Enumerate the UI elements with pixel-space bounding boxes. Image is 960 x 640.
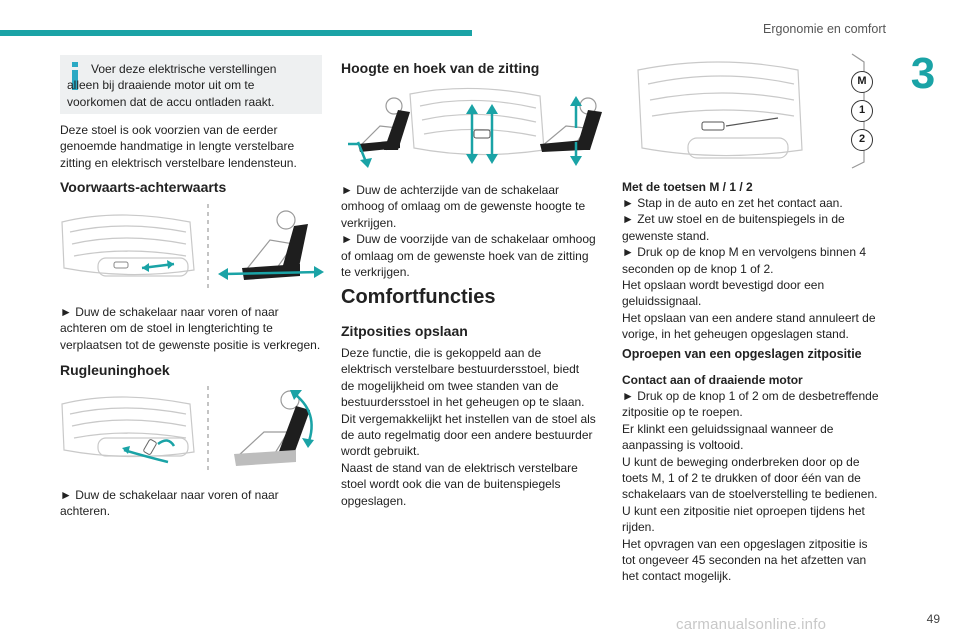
heading-hoogte-hoek: Hoogte en hoek van de zitting — [341, 60, 540, 76]
heading-comfortfuncties: Comfortfuncties — [341, 286, 496, 308]
text-line: rijden. — [622, 520, 655, 535]
text-line: aanpassing is voltooid. — [622, 438, 744, 453]
chapter-title: Ergonomie en comfort — [763, 22, 886, 36]
text-line: de auto regelmatig door een andere bestu… — [341, 428, 593, 443]
text-line: vorige, in het geheugen opgeslagen stand… — [622, 327, 849, 342]
backrest-instructions: ► Duw de schakelaar naar voren of naar a… — [60, 487, 330, 520]
text-line: gewenste stand. — [622, 228, 710, 243]
text-line: Er klinkt een geluidssignaal wanneer de — [622, 421, 834, 436]
text-line: ► Duw de voorzijde van de schakelaar omh… — [341, 232, 596, 247]
heading-contact-aan: Contact aan of draaiende motor — [622, 373, 803, 387]
text-line: ► Druk op de knop M en vervolgens binnen… — [622, 245, 867, 260]
page-number: 49 — [926, 612, 940, 626]
memory-buttons-illustration: M 1 2 — [628, 50, 882, 170]
seat-slide-illustration — [61, 204, 324, 290]
info-line: voorkomen dat de accu ontladen raakt. — [67, 94, 275, 109]
heading-toetsen: Met de toetsen M / 1 / 2 — [622, 180, 753, 194]
header-accent-bar — [0, 30, 472, 36]
text-line: stoel wordt ook die van de buitenspiegel… — [341, 477, 561, 492]
text-line: ► Stap in de auto en zet het contact aan… — [622, 196, 843, 210]
text-line: geluidssignaal. — [622, 294, 702, 309]
text-line: ► Druk op de knop 1 of 2 om de desbetref… — [622, 389, 879, 403]
memory-button-1: 1 — [851, 100, 873, 122]
text-line: ► Duw de schakelaar naar voren of naar — [60, 488, 279, 502]
memory-button-2: 2 — [851, 129, 873, 151]
text-line: of omlaag om de gewenste hoek van de zit… — [341, 248, 589, 263]
text-line: zitting en elektrisch verstelbare lenden… — [60, 155, 297, 170]
text-line: Het opvragen van een opgeslagen zitposit… — [622, 536, 868, 551]
backrest-illustration — [61, 386, 314, 472]
chapter-number: 3 — [910, 49, 936, 98]
heading-rugleuninghoek: Rugleuninghoek — [60, 362, 170, 378]
text-line: Het opslaan wordt bevestigd door een — [622, 278, 825, 293]
info-line: alleen bij draaiende motor uit om te — [67, 78, 255, 93]
text-line: bestuurdersstoel in het geheugen op te s… — [341, 395, 585, 410]
text-line: ► Zet uw stoel en de buitenspiegels in d… — [622, 212, 845, 227]
info-text: Voer deze elektrische verstellingen alle… — [67, 61, 317, 110]
height-angle-instructions: ► Duw de achterzijde van de schakelaar o… — [341, 182, 611, 280]
text-line: verplaatsen tot de gewenste positie is v… — [60, 337, 321, 352]
memory-description: Deze functie, die is gekoppeld aan de el… — [341, 345, 611, 509]
info-box: Voer deze elektrische verstellingen alle… — [60, 55, 322, 114]
watermark: carmanualsonline.info — [676, 616, 827, 633]
text-line: Deze functie, die is gekoppeld aan de — [341, 346, 542, 360]
memory-button-m: M — [851, 71, 873, 93]
seat-height-angle-illustration — [348, 87, 602, 168]
heading-oproepen: Oproepen van een opgeslagen zitpositie — [622, 347, 862, 361]
text-line: Dit vergemakkelijkt het instellen van de… — [341, 411, 596, 426]
heading-voorwaarts: Voorwaarts-achterwaarts — [60, 179, 227, 195]
text-line: ► Duw de achterzijde van de schakelaar — [341, 183, 559, 197]
text-line: achteren. — [60, 504, 111, 519]
text-line: Het opslaan van een andere stand annulee… — [622, 310, 876, 325]
info-icon — [70, 62, 80, 94]
text-line: wordt gebruikt. — [341, 444, 420, 459]
text-line: Naast de stand van de elektrisch verstel… — [341, 460, 578, 475]
text-line: het contact mogelijk. — [622, 569, 732, 584]
text-line: genoemde handmatige in lengte verstelbar… — [60, 139, 295, 154]
text-line: verkrijgen. — [341, 215, 397, 230]
info-line: Voer deze elektrische verstellingen — [91, 62, 277, 76]
text-line: omhoog of omlaag om de gewenste hoogte t… — [341, 199, 586, 214]
text-line: elektrisch verstelbare bestuurdersstoel,… — [341, 362, 580, 377]
text-line: te verkrijgen. — [341, 265, 410, 280]
text-line: seconden op de knop 1 of 2. — [622, 261, 774, 276]
text-line: achteren om de stoel in lengterichting t… — [60, 321, 273, 336]
text-line: U kunt de beweging onderbreken door op d… — [622, 454, 860, 469]
text-line: tot ongeveer 45 seconden na het afzetten… — [622, 553, 867, 568]
text-line: U kunt een zitpositie niet oproepen tijd… — [622, 503, 865, 518]
text-line: zitpositie op te roepen. — [622, 405, 743, 420]
text-line: schakelaars van de stoelverstelling te b… — [622, 487, 878, 502]
text-line: ► Duw de schakelaar naar voren of naar — [60, 305, 279, 319]
seat-door-drawing — [637, 53, 865, 169]
text-line: opgeslagen. — [341, 493, 407, 508]
heading-zitposities: Zitposities opslaan — [341, 323, 468, 339]
recall-instructions: ► Druk op de knop 1 of 2 om de desbetref… — [622, 388, 894, 585]
text-line: Deze stoel is ook voorzien van de eerder — [60, 123, 278, 137]
intro-paragraph: Deze stoel is ook voorzien van de eerder… — [60, 122, 330, 171]
slide-instructions: ► Duw de schakelaar naar voren of naar a… — [60, 304, 330, 353]
text-line: de mogelijkheid om twee standen van de — [341, 378, 559, 393]
text-line: toets M, 1 of 2 te drukken of door één v… — [622, 471, 861, 486]
save-instructions: ► Stap in de auto en zet het contact aan… — [622, 195, 894, 343]
